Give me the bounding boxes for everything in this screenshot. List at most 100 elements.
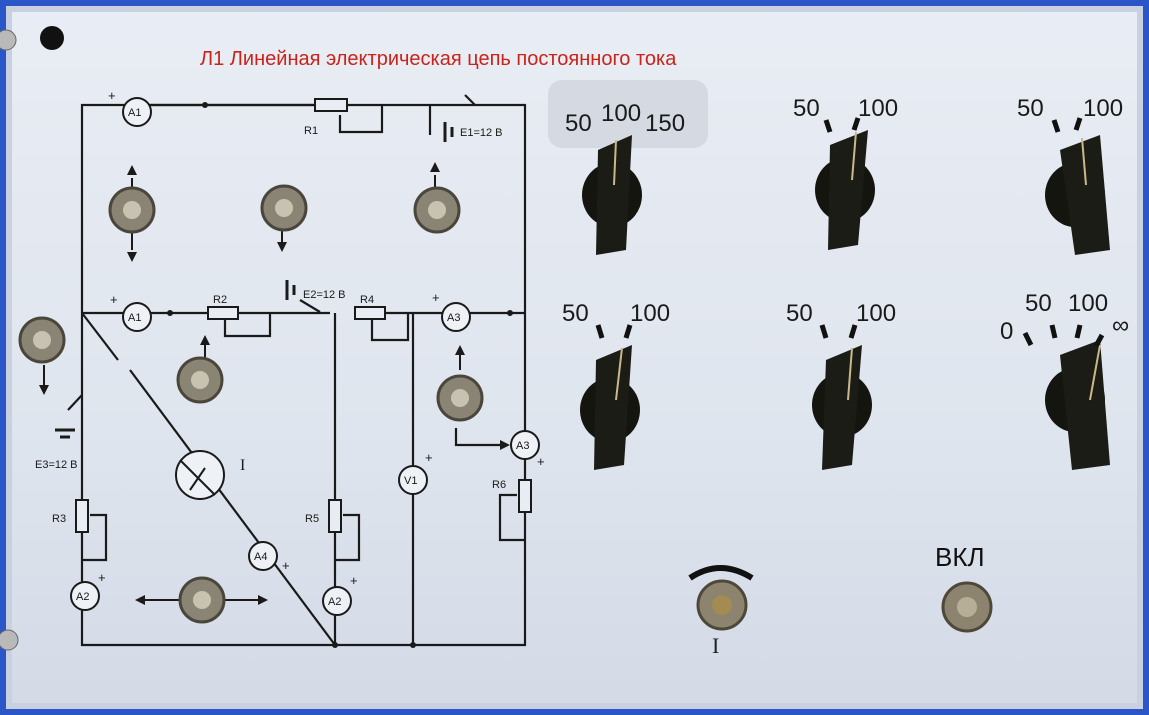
- label-a2-mid: A2: [328, 596, 341, 608]
- junction-dot: [202, 102, 208, 108]
- ammeter-a1-top: [122, 97, 152, 127]
- dial-1-scale-150: 150: [645, 110, 686, 137]
- junction-dot: [332, 642, 338, 648]
- switch-arc-icon: [688, 565, 754, 581]
- resistor-r1: [314, 98, 348, 112]
- arrow-up-icon: [455, 345, 465, 355]
- toggle-switch[interactable]: [260, 184, 308, 232]
- dial-2-scale-50: 50: [793, 95, 820, 122]
- label-e1: E1=12 B: [460, 127, 503, 139]
- toggle-switch[interactable]: [108, 186, 156, 234]
- battery-e1-icon: [443, 122, 454, 142]
- rotary-knobs[interactable]: [548, 80, 1110, 470]
- screw-icon: [0, 29, 17, 51]
- arrow-right-icon: [500, 440, 510, 450]
- plus-sign: +: [282, 558, 290, 573]
- outer-wire: [80, 103, 527, 647]
- label-r6: R6: [492, 479, 506, 491]
- rotary-knob-2[interactable]: [815, 130, 875, 250]
- resistor-r2: [207, 306, 239, 320]
- resistor-r3: [75, 499, 89, 533]
- dial-6-scale-infinity: ∞: [1112, 312, 1130, 339]
- plus-sign: +: [98, 570, 106, 585]
- switch-lever: [67, 394, 83, 411]
- wire: [338, 105, 384, 134]
- circuit-labels: A1 A1 A3 A3 A2 A2 A4 V1 R1 R2 R4 R3 R5 R…: [35, 88, 545, 608]
- wire: [335, 513, 361, 562]
- source-switch-label: I: [712, 633, 720, 658]
- arrow-right-icon: [258, 595, 268, 605]
- label-v1: V1: [404, 475, 417, 487]
- ammeter-a4: [248, 541, 278, 571]
- junction-dot: [410, 642, 416, 648]
- ammeter-a1-mid: [122, 302, 152, 332]
- plus-sign: +: [425, 450, 433, 465]
- ammeter-a2-mid: [322, 586, 352, 616]
- arrow-up-icon: [430, 162, 440, 172]
- junction-dot: [507, 310, 513, 316]
- label-r5: R5: [305, 513, 319, 525]
- meters: [70, 97, 540, 616]
- dial-4-scale-50: 50: [562, 300, 589, 327]
- toggle-switch[interactable]: [413, 186, 461, 234]
- rotary-knob-4[interactable]: [580, 345, 640, 470]
- plus-sign: +: [350, 573, 358, 588]
- rotary-knob-6[interactable]: [1045, 340, 1110, 470]
- rotary-knob-1[interactable]: [548, 80, 708, 255]
- plus-sign: +: [432, 290, 440, 305]
- rotary-knob-5[interactable]: [812, 345, 872, 470]
- rotary-knob-3[interactable]: [1045, 135, 1110, 255]
- dial-2-scale-100: 100: [858, 95, 899, 122]
- label-a3-right: A3: [516, 440, 529, 452]
- wire: [129, 369, 336, 646]
- power-switch[interactable]: [941, 581, 993, 633]
- dial-1-scale-50: 50: [565, 110, 592, 137]
- label-a2-left: A2: [76, 591, 89, 603]
- dial-6-scale-0: 0: [1000, 318, 1014, 345]
- wire: [454, 428, 505, 447]
- dial-4-scale-100: 100: [630, 300, 671, 327]
- arrow-down-icon: [127, 252, 137, 262]
- dial-3-scale-100: 100: [1083, 95, 1124, 122]
- ammeter-a2-left: [70, 581, 100, 611]
- arrow-down-icon: [39, 385, 49, 395]
- label-a1-mid: A1: [128, 312, 141, 324]
- label-e2: E2=12 B: [303, 289, 346, 301]
- screw-icon: [0, 629, 19, 651]
- arrow-up-icon: [127, 165, 137, 175]
- toggle-switch[interactable]: [18, 316, 66, 364]
- dial-1-scale-100: 100: [601, 100, 642, 127]
- label-r1: R1: [304, 125, 318, 137]
- ammeter-a3-right: [510, 430, 540, 460]
- plus-sign: +: [108, 88, 116, 103]
- junction-dot: [167, 310, 173, 316]
- toggle-switch[interactable]: [176, 356, 224, 404]
- dial-6-scale-50: 50: [1025, 290, 1052, 317]
- label-a1-top: A1: [128, 107, 141, 119]
- resistor-r6: [518, 479, 532, 513]
- switch-lever: [299, 299, 321, 313]
- current-source-arrow-icon: [179, 459, 216, 496]
- resistors: [75, 98, 532, 533]
- voltmeter-v1: [398, 465, 428, 495]
- label-r2: R2: [213, 294, 227, 306]
- resistor-r4: [354, 306, 386, 320]
- wire: [428, 94, 476, 135]
- source-toggle[interactable]: [688, 565, 754, 631]
- circuit-toggles[interactable]: [18, 184, 484, 624]
- label-r3: R3: [52, 513, 66, 525]
- toggle-switch[interactable]: [178, 576, 226, 624]
- toggle-switch[interactable]: [436, 374, 484, 422]
- plus-sign: +: [537, 454, 545, 469]
- dial-5-scale-50: 50: [786, 300, 813, 327]
- wire: [223, 313, 272, 338]
- dial-3-scale-50: 50: [1017, 95, 1044, 122]
- arrow-up-icon: [200, 335, 210, 345]
- wire: [370, 313, 410, 342]
- label-current-source: I: [240, 457, 245, 474]
- label-a4: A4: [254, 551, 267, 563]
- power-label: ВКЛ: [935, 542, 985, 572]
- label-e3: E3=12 B: [35, 459, 78, 471]
- ammeter-a3-mid: [441, 302, 471, 332]
